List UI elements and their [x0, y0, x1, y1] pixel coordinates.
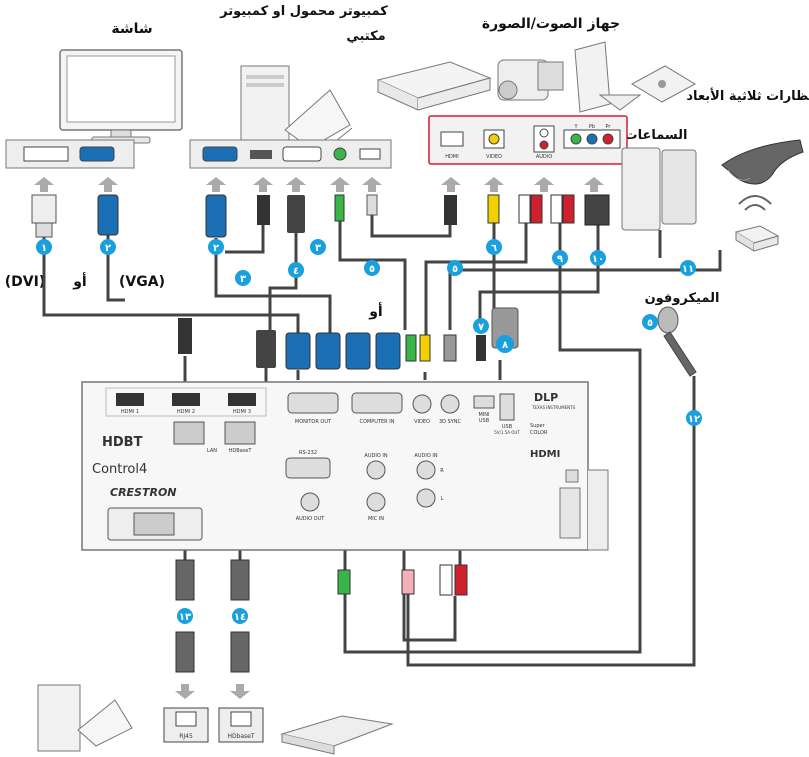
av-device-label: جهاز الصوت/الصورة	[482, 16, 620, 32]
badge-4: ٤	[288, 262, 304, 278]
svg-text:٦: ٦	[491, 243, 497, 254]
projector-panel: HDMI 1 HDMI 2 HDMI 3 LAN HDBaseT MONITOR…	[82, 382, 608, 550]
cable-connectors-top	[32, 195, 609, 237]
badge-10: ١٠	[590, 250, 606, 266]
rj45-port-box: RJ45	[164, 708, 208, 742]
svg-text:٨: ٨	[502, 340, 508, 351]
monitor-out-label: MONITOR OUT	[295, 419, 332, 425]
svg-text:٥: ٥	[369, 264, 375, 275]
badge-2a: ٢	[100, 239, 116, 255]
hdmi1-label: HDMI 1	[121, 409, 139, 415]
lan-port-label: LAN	[207, 448, 217, 454]
audio-in-left-label: AUDIO IN	[364, 453, 387, 459]
bottom-computer-icon	[38, 685, 132, 751]
usb-label-2: 5V/1.5A OUT	[494, 430, 520, 435]
ti-logo: TEXAS INSTRUMENTS	[531, 405, 576, 410]
mic-in-label: MIC IN	[368, 516, 384, 522]
audio-l-label: L	[441, 496, 444, 502]
video-port-label: VIDEO	[414, 419, 430, 425]
svg-text:٣: ٣	[240, 274, 246, 285]
svg-text:١٤: ١٤	[234, 612, 246, 623]
audio-r-label: R	[440, 468, 444, 474]
svg-text:١١: ١١	[682, 264, 694, 275]
badge-12: ١٢	[686, 410, 702, 426]
badge-3b: ٣	[310, 239, 326, 255]
mini-usb-label-2: USB	[479, 418, 490, 424]
3d-sync-label: 3D SYNC	[439, 419, 462, 425]
or-label-left: أو	[72, 272, 87, 290]
badge-5a: ٥	[364, 260, 380, 276]
badge-7: ٧	[473, 318, 489, 334]
computer-port-panel	[190, 140, 391, 168]
control4-logo: Control4	[92, 462, 147, 477]
svg-text:٢: ٢	[213, 243, 219, 254]
rj45-label: RJ45	[179, 733, 193, 740]
svg-text:٩: ٩	[557, 254, 563, 265]
speakers-label: السماعات	[625, 128, 688, 143]
microphone-label: الميكروفون	[645, 291, 720, 306]
brilliant-logo-2: COLOR	[530, 430, 548, 436]
vga-label: (VGA)	[119, 274, 165, 290]
crestron-logo: CRESTRON	[110, 486, 177, 499]
badge-2b: ٢	[208, 239, 224, 255]
3d-glasses-icon	[722, 140, 803, 184]
hdbaset-transmitter-icon	[282, 716, 392, 754]
av-port-video-label: VIDEO	[486, 154, 502, 160]
computer-label-line1: كمبيوتر محمول او كمبيوتر	[219, 4, 388, 19]
hdmi2-label: HDMI 2	[177, 409, 195, 415]
svg-text:٢: ٢	[105, 243, 111, 254]
wireless-icon	[739, 196, 771, 210]
or-label-mid: أو	[368, 302, 383, 320]
glasses-label: نظارات ثلاثية الأبعاد	[686, 87, 809, 104]
badge-5b: ٥	[447, 260, 463, 276]
monitor-port-panel	[6, 140, 134, 168]
hdmi3-label: HDMI 3	[233, 409, 251, 415]
badge-11: ١١	[680, 260, 696, 276]
svg-text:١٠: ١٠	[592, 254, 604, 265]
monitor-icon	[60, 50, 182, 143]
badge-14: ١٤	[232, 608, 248, 624]
computer-in-label: COMPUTER IN	[360, 419, 395, 425]
hdbt-logo: HDBT	[102, 435, 143, 450]
svg-text:٥: ٥	[647, 318, 653, 329]
audio-in-right-label: AUDIO IN	[414, 453, 437, 459]
screen-label: شاشة	[111, 21, 152, 37]
speakers-icon	[622, 148, 696, 230]
badge-8: ٨	[496, 335, 514, 353]
rs232-label: RS-232	[299, 450, 317, 456]
av-port-pb-label: Pb	[589, 124, 595, 130]
hdbaset-port-label: HDBaseT	[229, 448, 253, 454]
svg-text:٧: ٧	[478, 322, 484, 333]
3d-emitter-icon	[736, 226, 778, 251]
microphone-icon	[658, 307, 696, 376]
badge-9: ٩	[552, 250, 568, 266]
hdmi-logo: HDMI	[530, 449, 560, 460]
audio-out-label: AUDIO OUT	[296, 516, 326, 522]
badge-13: ١٣	[177, 608, 193, 624]
svg-text:١٣: ١٣	[179, 612, 191, 623]
badge-5c: ٥	[642, 314, 658, 330]
dlp-logo: DLP	[534, 391, 558, 404]
svg-text:١٢: ١٢	[688, 414, 700, 425]
av-devices-icon	[378, 42, 695, 112]
hdbaset-port-box: HDbaseT	[219, 708, 263, 742]
badge-1: ١	[36, 239, 52, 255]
av-port-hdmi-label: HDMI	[445, 154, 458, 160]
hdbaset-label: HDbaseT	[227, 733, 254, 740]
badge-6: ٦	[486, 239, 502, 255]
svg-text:٥: ٥	[452, 264, 458, 275]
computer-label-line2: مكتبي	[346, 29, 385, 44]
av-port-audio-label: AUDIO	[536, 154, 552, 160]
svg-text:١: ١	[41, 243, 47, 254]
brilliant-logo-1: Super	[530, 423, 546, 429]
svg-text:٣: ٣	[315, 243, 321, 254]
badge-3a: ٣	[235, 270, 251, 286]
svg-text:٤: ٤	[293, 266, 299, 277]
av-port-panel: HDMI VIDEO AUDIO Y Pb Pr	[429, 116, 627, 164]
dvi-label: (DVI)	[5, 274, 45, 290]
